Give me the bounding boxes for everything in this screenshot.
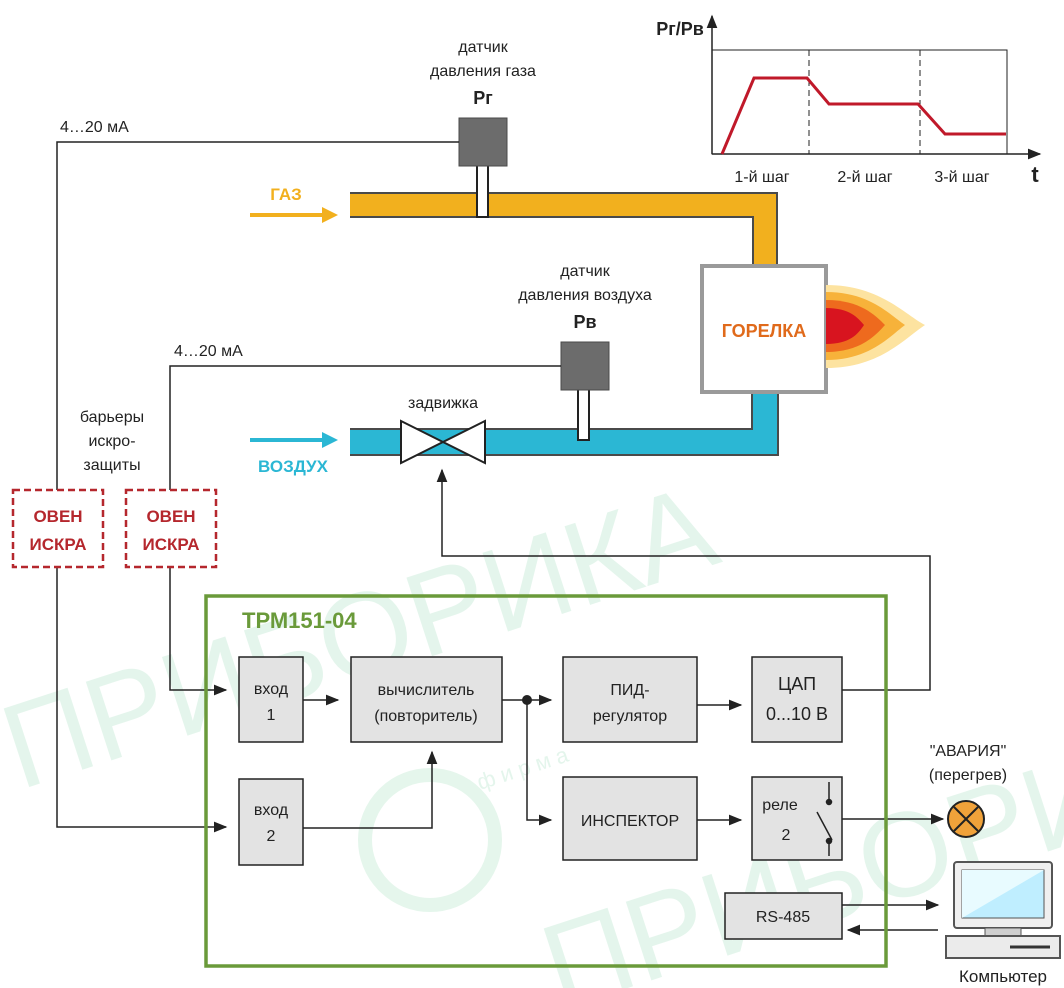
- chart-x-label: t: [1031, 162, 1039, 187]
- input2-label-1: вход: [254, 802, 289, 819]
- iskra-1-line2: ИСКРА: [30, 535, 87, 554]
- air-sensor-label-1: датчик: [560, 263, 610, 280]
- pid-label-2: регулятор: [593, 708, 667, 725]
- input2-block: вход 2: [238, 778, 304, 866]
- chart-y-label: Pг/Pв: [656, 19, 704, 39]
- input2-label-2: 2: [267, 828, 276, 845]
- barriers-label-2: искро-: [88, 433, 135, 450]
- iskra-barrier-1: ОВЕН ИСКРА: [11, 488, 105, 569]
- signal-wiring: [56, 141, 945, 936]
- watermark-logo-icon: [358, 768, 502, 912]
- relay-block: реле 2: [751, 776, 843, 861]
- input1-label-1: вход: [254, 681, 289, 698]
- dac-label-1: ЦАП: [778, 674, 816, 694]
- pressure-ratio-chart: Pг/Pв t 1-й шаг 2-й шаг 3-й шаг: [656, 14, 1042, 187]
- rs485-block: RS-485: [724, 892, 843, 940]
- current-label-top: 4…20 мА: [60, 119, 129, 136]
- relay-label-2: 2: [782, 827, 791, 844]
- chart-ratio-line: [720, 76, 1006, 155]
- calc-label-1: вычислитель: [378, 682, 475, 699]
- air-pipe: [350, 392, 777, 454]
- chart-step-label-2: 2-й шаг: [837, 169, 892, 186]
- alarm-lamp-icon: [947, 800, 985, 838]
- computer-icon: [945, 861, 1061, 959]
- iskra-2-line1: ОВЕН: [146, 507, 195, 526]
- relay-label-1: реле: [762, 797, 798, 814]
- iskra-2-line2: ИСКРА: [143, 535, 200, 554]
- relay-switch-icon: [816, 782, 833, 856]
- watermark-subtext: ф и р м а: [474, 742, 572, 795]
- rs485-label: RS-485: [756, 909, 810, 926]
- calc-label-2: (повторитель): [374, 708, 477, 725]
- calculator-block: вычислитель (повторитель): [350, 656, 503, 743]
- pid-label-1: ПИД-: [610, 682, 649, 699]
- burner-label: ГОРЕЛКА: [722, 321, 807, 341]
- flame-icon: [826, 285, 925, 368]
- input1-label-2: 1: [267, 707, 276, 724]
- gas-sensor-symbol: Pг: [473, 88, 493, 108]
- watermark-text-left: ПРИБОРИКА: [0, 459, 731, 815]
- chart-step-label-3: 3-й шаг: [934, 169, 989, 186]
- air-arrow-icon: [250, 432, 338, 448]
- input1-block: вход 1: [238, 656, 304, 743]
- burner-box: [700, 264, 828, 394]
- computer-label: Компьютер: [959, 967, 1047, 986]
- alarm-label-2: (перегрев): [929, 767, 1007, 784]
- gas-label: ГАЗ: [270, 185, 302, 204]
- inspector-label: ИНСПЕКТОР: [581, 813, 679, 830]
- gas-sensor-label-2: давления газа: [430, 63, 536, 80]
- barriers-label-1: барьеры: [80, 409, 144, 426]
- chart-step-label-1: 1-й шаг: [734, 169, 789, 186]
- gas-arrow-icon: [250, 207, 338, 223]
- dac-label-2: 0...10 В: [766, 704, 828, 724]
- trm151-device-frame: [204, 594, 888, 968]
- iskra-barrier-2: ОВЕН ИСКРА: [124, 488, 218, 569]
- air-pressure-sensor: [560, 341, 610, 441]
- iskra-1-line1: ОВЕН: [33, 507, 82, 526]
- air-sensor-symbol: Pв: [573, 312, 596, 332]
- air-label: ВОЗДУХ: [258, 457, 329, 476]
- device-title: ТРМ151-04: [242, 608, 357, 633]
- alarm-label-1: "АВАРИЯ": [930, 743, 1007, 760]
- inspector-block: ИНСПЕКТОР: [562, 776, 698, 861]
- junction-dot: [522, 695, 532, 705]
- pid-block: ПИД- регулятор: [562, 656, 698, 743]
- gas-sensor-label-1: датчик: [458, 39, 508, 56]
- air-sensor-label-2: давления воздуха: [518, 287, 652, 304]
- gas-pipe: [350, 194, 776, 265]
- current-label-mid: 4…20 мА: [174, 343, 243, 360]
- barriers-label-3: защиты: [83, 457, 140, 474]
- valve-label: задвижка: [408, 395, 478, 412]
- valve-icon: [400, 419, 486, 465]
- dac-block: ЦАП 0...10 В: [751, 656, 843, 743]
